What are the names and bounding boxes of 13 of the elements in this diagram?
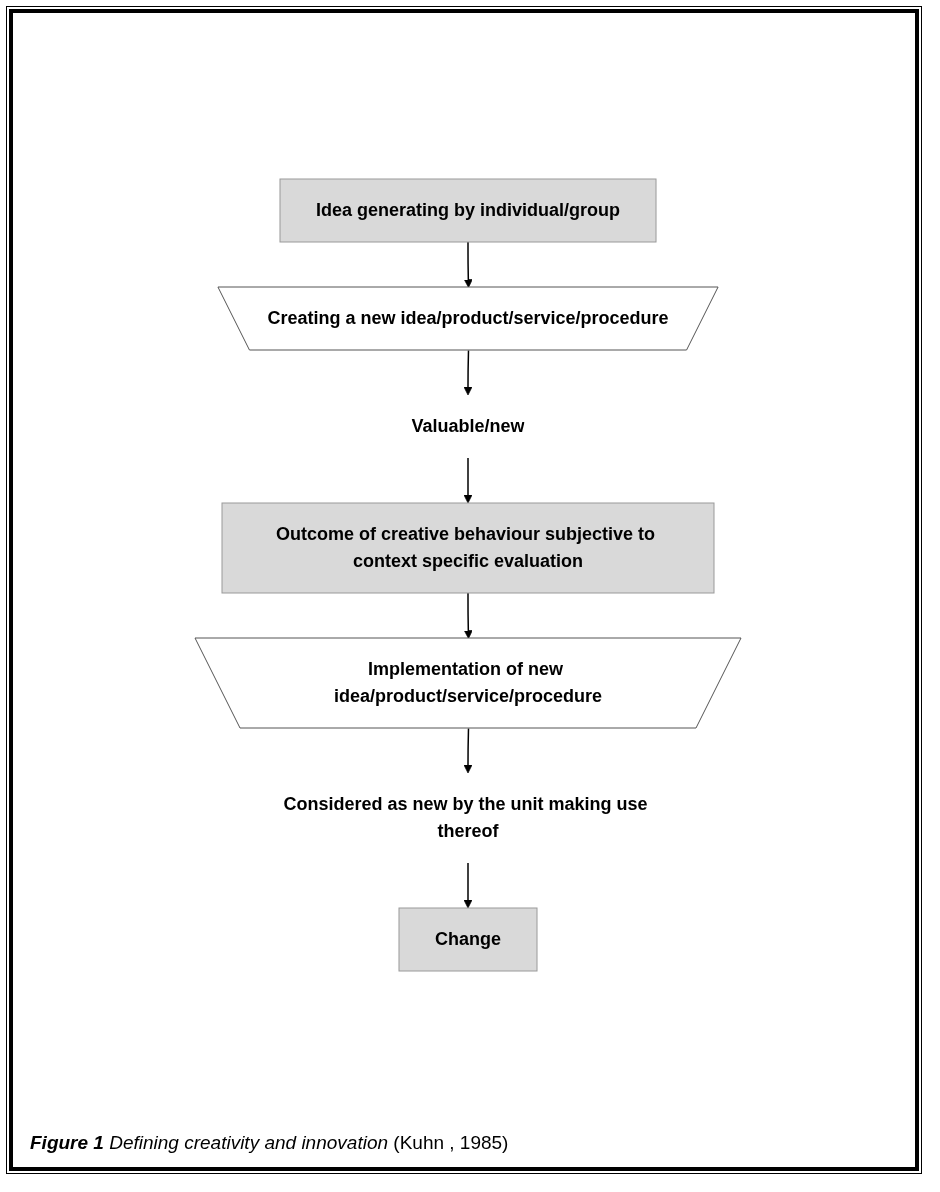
arrow [463,727,473,774]
node-text: Valuable/new [411,416,525,436]
node-box [221,502,715,594]
figure-caption: Figure 1 Defining creativity and innovation (Kuhn , 1985) [30,1132,509,1154]
arrow [463,457,473,504]
figure-frame: Idea generating by individual/group Creating a new idea/product/service/procedure Valuable/new Outcome of creative behaviour subjective to context specific evaluation Implementation of new idea/product/service/procedure Considered as new by the unit making use thereof Change Figure 1 Defining creativity and innovation (Kuhn , 1985) [6,6,922,1174]
arrow [463,349,473,396]
arrow [463,241,473,288]
arrow [463,862,473,909]
node-box [279,178,657,243]
node-text: Considered as new by the unit making use thereof [283,794,648,841]
arrow [463,592,473,639]
node-box [398,907,538,972]
